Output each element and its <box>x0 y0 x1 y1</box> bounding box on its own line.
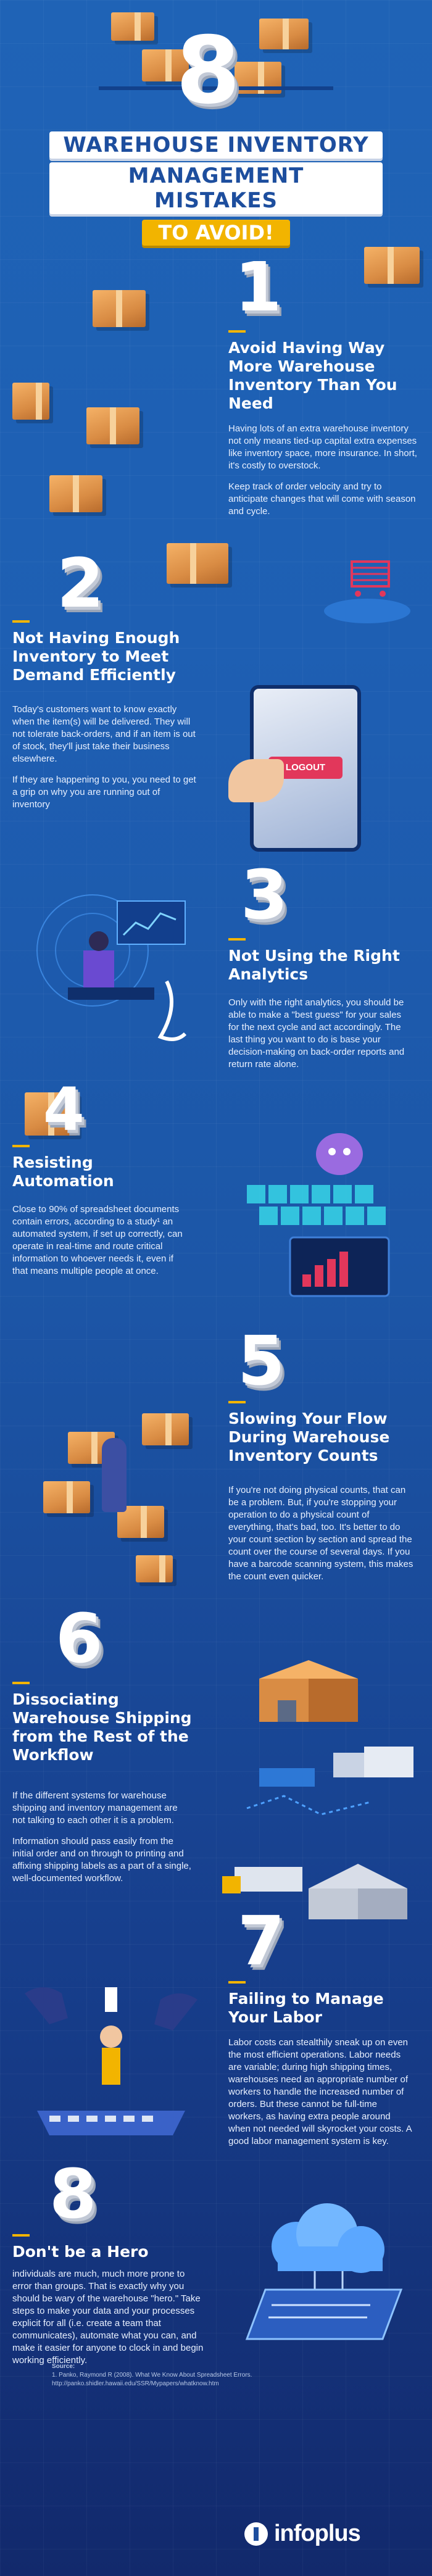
automation-illustration <box>222 1111 420 1315</box>
section-title: Not Using the Right Analytics <box>228 938 413 984</box>
title-line-1: WAREHOUSE INVENTORY <box>63 133 369 157</box>
section-title: Don't be a Hero <box>12 2234 204 2261</box>
box-illustration <box>136 1555 173 1582</box>
box-illustration <box>364 247 420 284</box>
title-line-2: MANAGEMENT MISTAKES <box>128 164 304 213</box>
worker-illustration <box>102 1438 127 1512</box>
section-title: Avoid Having Way More Warehouse Inventor… <box>228 330 420 413</box>
section-number: 3 <box>241 855 288 934</box>
shelf-line <box>99 86 333 90</box>
source-label: Source: <box>52 2363 75 2370</box>
section-body: Close to 90% of spreadsheet documents co… <box>12 1204 183 1276</box>
box-illustration <box>167 543 228 584</box>
section-body: If you're not doing physical counts, tha… <box>228 1485 413 1582</box>
cloud-illustration <box>228 2197 426 2351</box>
section-body: Labor costs can stealthily sneak up on e… <box>228 2037 412 2146</box>
box-illustration <box>142 49 189 81</box>
section-number: 8 <box>49 2154 97 2233</box>
box-illustration <box>93 290 146 327</box>
section-body: Having lots of an extra warehouse invent… <box>228 423 417 517</box>
section-title: Slowing Your Flow During Warehouse Inven… <box>228 1401 420 1465</box>
labor-illustration <box>12 1975 210 2148</box>
section-title: Dissociating Warehouse Shipping from the… <box>12 1682 197 1764</box>
section-title: Failing to Manage Your Labor <box>228 1981 420 2027</box>
box-illustration <box>25 1092 78 1136</box>
title-cta: TO AVOID! <box>142 220 290 246</box>
source-link[interactable]: http://panko.shidler.hawaii.edu/SSR/Mypa… <box>52 2380 219 2387</box>
shipping-illustration <box>222 1654 426 1963</box>
box-illustration <box>43 1481 90 1513</box>
source-note: Source: 1. Panko, Raymond R (2008). What… <box>52 2362 397 2388</box>
section-body: If the different systems for warehouse s… <box>12 1790 191 1884</box>
box-illustration <box>142 1413 189 1445</box>
section-title: Not Having Enough Inventory to Meet Dema… <box>12 620 216 684</box>
section-number: 5 <box>238 1321 285 1400</box>
logo-mark-icon <box>244 2522 268 2546</box>
section-title: Resisting Automation <box>12 1145 185 1190</box>
box-illustration <box>12 383 49 420</box>
infoplus-logo[interactable]: infoplus <box>244 2520 361 2547</box>
hand-illustration <box>228 759 284 802</box>
box-illustration <box>111 12 154 41</box>
section-body: individuals are much, much more prone to… <box>12 2269 204 2366</box>
section-number: 1 <box>235 247 282 326</box>
analytics-illustration <box>25 876 210 1062</box>
logo-text: infoplus <box>274 2520 361 2546</box>
section-number: 2 <box>57 544 104 623</box>
section-number: 7 <box>238 1901 285 1980</box>
cart-illustration <box>321 543 413 629</box>
section-number: 4 <box>43 1075 85 1144</box>
header-big-number: 8 <box>176 17 241 125</box>
box-illustration <box>259 19 309 49</box>
box-illustration <box>49 475 102 512</box>
box-illustration <box>86 407 139 444</box>
section-body: Today's customers want to know exactly w… <box>12 704 196 810</box>
section-number: 6 <box>56 1599 103 1678</box>
source-citation: 1. Panko, Raymond R (2008). What We Know… <box>52 2372 252 2379</box>
title-banner: WAREHOUSE INVENTORY MANAGEMENT MISTAKES … <box>49 130 383 246</box>
section-body: Only with the right analytics, you shoul… <box>228 997 405 1070</box>
